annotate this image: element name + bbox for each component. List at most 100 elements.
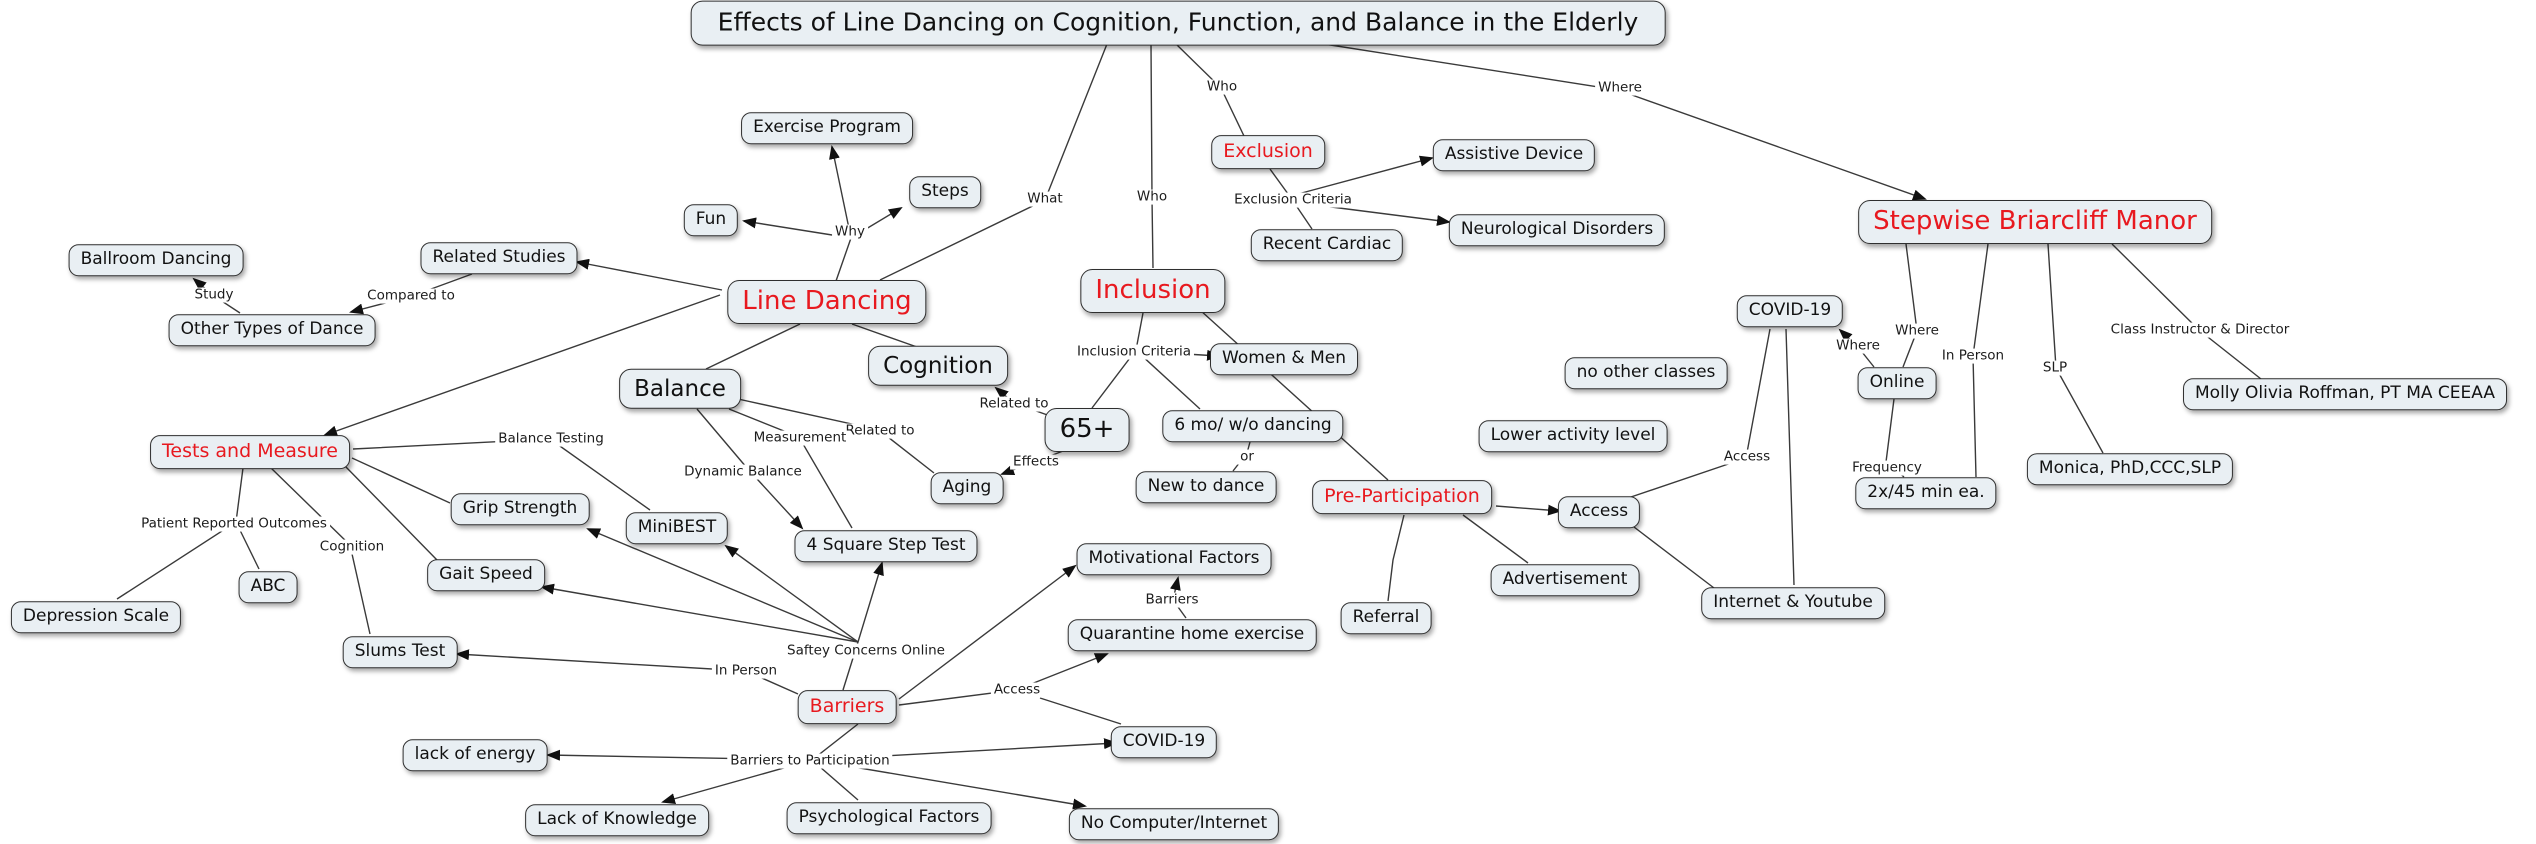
node-lack-of-energy[interactable]: lack of energy (402, 739, 548, 771)
node-tests-and-measure[interactable]: Tests and Measure (150, 435, 350, 469)
node-no-computer-internet[interactable]: No Computer/Internet (1068, 808, 1280, 840)
edge-7 (829, 145, 852, 239)
node-motivational-factors[interactable]: Motivational Factors (1076, 543, 1272, 575)
edge-50 (1627, 328, 1771, 499)
node-related-studies[interactable]: Related Studies (420, 242, 578, 274)
edge-37 (540, 583, 859, 643)
node-recent-cardiac[interactable]: Recent Cardiac (1250, 229, 1404, 261)
edge-51 (1633, 526, 1715, 589)
edge-label-inclusion-criteria-8: Inclusion Criteria (1073, 344, 1195, 360)
node-access[interactable]: Access (1557, 496, 1641, 528)
edge-label-barriers-22: Barriers (1142, 592, 1202, 608)
edge-36 (724, 544, 859, 643)
node-neurological-disorders[interactable]: Neurological Disorders (1448, 214, 1666, 246)
node-lower-activity-level[interactable]: Lower activity level (1478, 420, 1668, 452)
edge-label-exclusion-criteria-7: Exclusion Criteria (1231, 192, 1355, 208)
edge-1 (1150, 43, 1154, 269)
edge-49 (1387, 514, 1405, 602)
node-balance[interactable]: Balance (619, 368, 741, 410)
edge-label-barriers-to-participation-20: Barriers to Participation (727, 753, 893, 769)
node-steps[interactable]: Steps (909, 176, 981, 208)
edge-53 (1902, 243, 1918, 368)
edge-label-study-5: Study (191, 287, 237, 303)
node-depression-scale[interactable]: Depression Scale (10, 601, 182, 633)
edge-label-access-21: Access (990, 682, 1044, 698)
edge-35 (586, 528, 859, 643)
edge-52 (1785, 328, 1795, 586)
edge-label-class-instructor-director-29: Class Instructor & Director (2107, 322, 2293, 338)
edge-label-in-person-26: In Person (1938, 348, 2008, 364)
edge-label-balance-testing-15: Balance Testing (495, 431, 607, 447)
edge-label-related-to-10: Related to (976, 396, 1052, 412)
edge-label-or-9: or (1237, 449, 1257, 465)
node-covid-19-top[interactable]: COVID-19 (1736, 295, 1844, 327)
edge-30 (351, 457, 451, 504)
node-fun[interactable]: Fun (683, 204, 739, 236)
edge-label-who-1: Who (1203, 79, 1241, 95)
node-stepwise-briarcliff-manor[interactable]: Stepwise Briarcliff Manor (1858, 200, 2212, 244)
node-psychological-factors[interactable]: Psychological Factors (786, 802, 992, 834)
edge-8 (575, 258, 723, 291)
node-sixty-five-plus[interactable]: 65+ (1044, 408, 1130, 452)
node-pre-participation[interactable]: Pre-Participation (1312, 480, 1492, 514)
node-new-to-dance[interactable]: New to dance (1135, 471, 1277, 503)
node-advertisement[interactable]: Advertisement (1490, 564, 1640, 596)
node-six-mo-wo-dancing[interactable]: 6 mo/ w/o dancing (1162, 410, 1344, 442)
node-four-square-step-test[interactable]: 4 Square Step Test (794, 530, 978, 562)
node-line-dancing[interactable]: Line Dancing (727, 280, 927, 324)
edge-label-frequency-27: Frequency (1849, 460, 1925, 476)
node-minibest[interactable]: MiniBEST (625, 512, 729, 544)
node-inclusion[interactable]: Inclusion (1080, 269, 1226, 313)
node-exclusion[interactable]: Exclusion (1211, 135, 1325, 169)
edge-label-in-person-19: In Person (711, 663, 781, 679)
node-women-and-men[interactable]: Women & Men (1210, 343, 1358, 375)
node-monica[interactable]: Monica, PhD,CCC,SLP (2026, 453, 2234, 485)
node-main-title[interactable]: Effects of Line Dancing on Cognition, Fu… (690, 0, 1666, 46)
edge-47 (1495, 504, 1562, 516)
edge-label-access-23: Access (1720, 449, 1774, 465)
node-lack-of-knowledge[interactable]: Lack of Knowledge (525, 804, 709, 836)
node-gait-speed[interactable]: Gait Speed (427, 559, 545, 591)
edge-9 (323, 294, 721, 437)
edge-label-related-to-11: Related to (842, 423, 918, 439)
edge-label-measurement-12: Measurement (750, 430, 850, 446)
edge-15 (1297, 155, 1434, 195)
node-quarantine-home-exercise[interactable]: Quarantine home exercise (1067, 619, 1317, 651)
edge-27 (116, 467, 244, 600)
node-assistive-device[interactable]: Assistive Device (1432, 139, 1596, 171)
node-other-types-of-dance[interactable]: Other Types of Dance (168, 314, 376, 346)
edge-label-patient-reported-outcomes-16: Patient Reported Outcomes (138, 516, 330, 532)
edge-0 (879, 43, 1108, 281)
edge-38 (898, 564, 1077, 700)
edge-40 (1039, 697, 1122, 725)
edge-label-where-25: Where (1833, 338, 1883, 354)
node-covid-19-bottom[interactable]: COVID-19 (1110, 726, 1218, 758)
edge-18 (1139, 353, 1201, 410)
node-exercise-program[interactable]: Exercise Program (741, 112, 913, 144)
edge-label-where-24: Where (1892, 323, 1942, 339)
edge-31 (344, 465, 438, 561)
edge-label-saftey-concerns-online-18: Saftey Concerns Online (784, 643, 948, 659)
edge-4 (835, 237, 852, 282)
node-grip-strength[interactable]: Grip Strength (450, 493, 590, 525)
edge-34 (842, 561, 884, 691)
node-abc[interactable]: ABC (238, 571, 298, 603)
edge-48 (1462, 514, 1529, 564)
node-ballroom-dancing[interactable]: Ballroom Dancing (68, 244, 244, 276)
node-barriers[interactable]: Barriers (797, 690, 897, 724)
node-slums-test[interactable]: Slums Test (342, 636, 458, 668)
node-molly-olivia-roffman[interactable]: Molly Olivia Roffman, PT MA CEEAA (2183, 378, 2507, 410)
node-two-x-45-min[interactable]: 2x/45 min ea. (1855, 477, 1997, 509)
node-internet-and-youtube[interactable]: Internet & Youtube (1701, 587, 1885, 619)
node-online[interactable]: Online (1857, 367, 1937, 399)
node-aging[interactable]: Aging (930, 472, 1004, 504)
node-referral[interactable]: Referral (1340, 602, 1432, 634)
edge-label-dynamic-balance-13: Dynamic Balance (681, 464, 805, 480)
node-no-other-classes[interactable]: no other classes (1564, 357, 1728, 389)
node-cognition[interactable]: Cognition (868, 345, 1008, 387)
edge-17 (1091, 312, 1144, 409)
edge-20 (1199, 309, 1389, 481)
edge-label-compared-to-6: Compared to (364, 288, 458, 304)
edge-3 (1323, 43, 1927, 201)
